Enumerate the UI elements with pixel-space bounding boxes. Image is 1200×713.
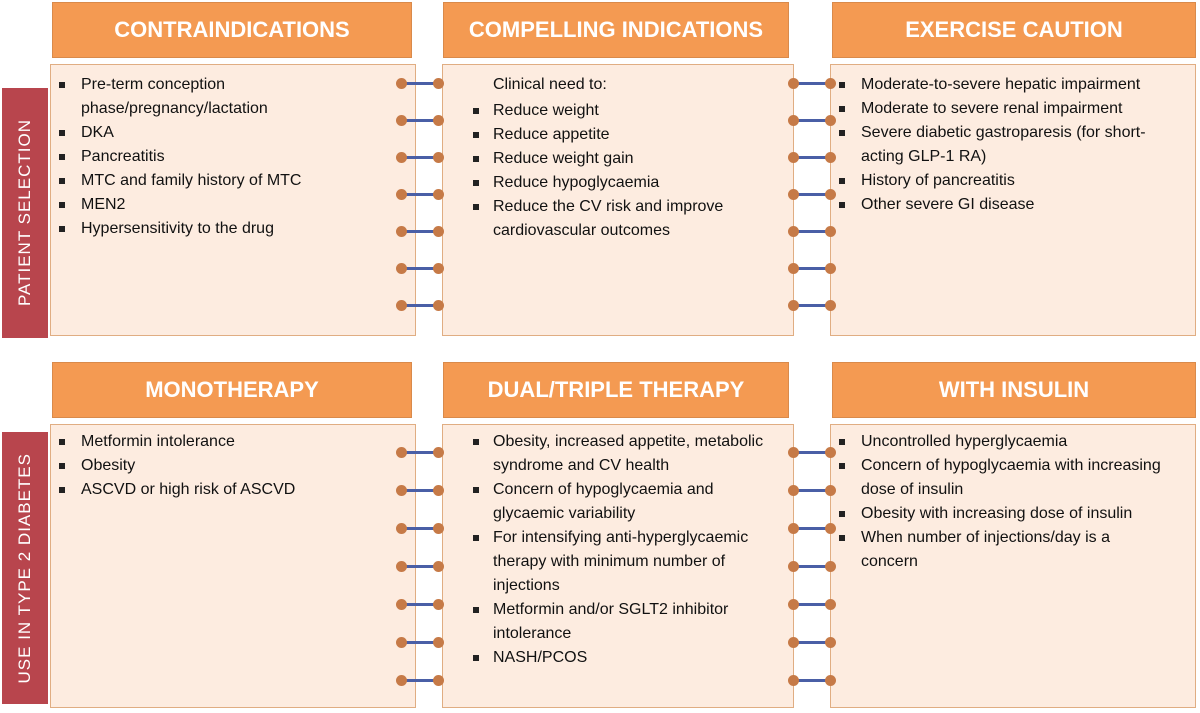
list-item: Moderate-to-severe hepatic impairment [831,73,1165,97]
header-contraindications: CONTRAINDICATIONS [52,2,412,58]
header-monotherapy-text: MONOTHERAPY [145,377,319,402]
type2-diabetes-text: USE IN TYPE 2 DIABETES [15,452,34,684]
binding-ring [788,299,836,313]
binding-ring [788,484,836,498]
compelling-intro: Clinical need to: [493,76,607,93]
list-item: ASCVD or high risk of ASCVD [51,478,407,502]
binding-ring [396,114,444,128]
panel-exercise-caution: Moderate-to-severe hepatic impairment Mo… [830,64,1196,336]
list-item: Pre-term conception phase/pregnancy/lact… [51,73,407,121]
list-item: MTC and family history of MTC [51,169,407,193]
list-item: Concern of hypoglycaemia with increasing… [831,454,1165,502]
header-contraindications-text: CONTRAINDICATIONS [114,17,350,42]
list-item: MEN2 [51,193,407,217]
panel-contraindications: Pre-term conception phase/pregnancy/lact… [50,64,416,336]
list-item: Severe diabetic gastroparesis (for short… [831,121,1165,169]
header-monotherapy: MONOTHERAPY [52,362,412,418]
list-item: History of pancreatitis [831,169,1165,193]
list-item: Metformin intolerance [51,430,407,454]
binding-ring [396,598,444,612]
list-item: Reduce weight [443,99,785,123]
list-item: Obesity [51,454,407,478]
binding-ring [788,522,836,536]
binding-ring [396,674,444,688]
binding-ring [788,151,836,165]
header-dual-triple-therapy-text: DUAL/TRIPLE THERAPY [487,377,745,402]
with-insulin-list: Uncontrolled hyperglycaemia Concern of h… [831,430,1165,574]
list-item: Reduce appetite [443,123,785,147]
binding-ring [396,225,444,239]
list-item: Obesity with increasing dose of insulin [831,502,1165,526]
binding-ring [788,188,836,202]
binding-ring [396,560,444,574]
binding-ring [788,560,836,574]
header-with-insulin-text: WITH INSULIN [938,377,1090,402]
binding-ring [396,484,444,498]
binding-ring [396,636,444,650]
panel-with-insulin: Uncontrolled hyperglycaemia Concern of h… [830,424,1196,708]
binding-ring [788,77,836,91]
list-item: Obesity, increased appetite, metabolic s… [443,430,787,478]
header-compelling-indications: COMPELLING INDICATIONS [443,2,789,58]
header-exercise-caution-text: EXERCISE CAUTION [905,17,1123,42]
binding-ring [396,262,444,276]
list-item: Reduce hypoglycaemia [443,171,785,195]
list-item: Hypersensitivity to the drug [51,217,407,241]
binding-ring [396,299,444,313]
list-item: Moderate to severe renal impairment [831,97,1165,121]
list-item: Reduce weight gain [443,147,785,171]
list-item: Other severe GI disease [831,193,1165,217]
header-compelling-indications-text: COMPELLING INDICATIONS [468,17,764,42]
patient-selection-label: PATIENT SELECTION [2,88,48,338]
patient-selection-text: PATIENT SELECTION [15,119,34,307]
monotherapy-list: Metformin intolerance Obesity ASCVD or h… [51,430,407,502]
list-item: Concern of hypoglycaemia and glycaemic v… [443,478,787,526]
panel-dual-triple-therapy: Obesity, increased appetite, metabolic s… [442,424,794,708]
compelling-list: Reduce weight Reduce appetite Reduce wei… [443,99,785,243]
binding-ring [788,598,836,612]
panel-monotherapy: Metformin intolerance Obesity ASCVD or h… [50,424,416,708]
binding-ring [788,114,836,128]
list-item: Metformin and/or SGLT2 inhibitor intoler… [443,598,787,646]
binding-ring [788,674,836,688]
binding-ring [396,446,444,460]
header-dual-triple-therapy: DUAL/TRIPLE THERAPY [443,362,789,418]
contraindications-list: Pre-term conception phase/pregnancy/lact… [51,73,407,241]
binding-ring [788,446,836,460]
list-item: For intensifying anti-hyperglycaemic the… [443,526,787,598]
dual-triple-list: Obesity, increased appetite, metabolic s… [443,430,787,670]
list-item: Reduce the CV risk and improve cardiovas… [443,195,785,243]
binding-ring [396,77,444,91]
binding-ring [396,188,444,202]
binding-ring [788,262,836,276]
panel-compelling-indications: Clinical need to: Reduce weight Reduce a… [442,64,794,336]
binding-ring [788,636,836,650]
header-exercise-caution: EXERCISE CAUTION [832,2,1196,58]
binding-ring [396,522,444,536]
binding-ring [396,151,444,165]
list-item: Uncontrolled hyperglycaemia [831,430,1165,454]
list-item: When number of injections/day is a conce… [831,526,1165,574]
binding-ring [788,225,836,239]
type2-diabetes-label: USE IN TYPE 2 DIABETES [2,432,48,704]
list-item: NASH/PCOS [443,646,787,670]
header-with-insulin: WITH INSULIN [832,362,1196,418]
exercise-caution-list: Moderate-to-severe hepatic impairment Mo… [831,73,1165,217]
list-item: DKA [51,121,407,145]
list-item: Pancreatitis [51,145,407,169]
